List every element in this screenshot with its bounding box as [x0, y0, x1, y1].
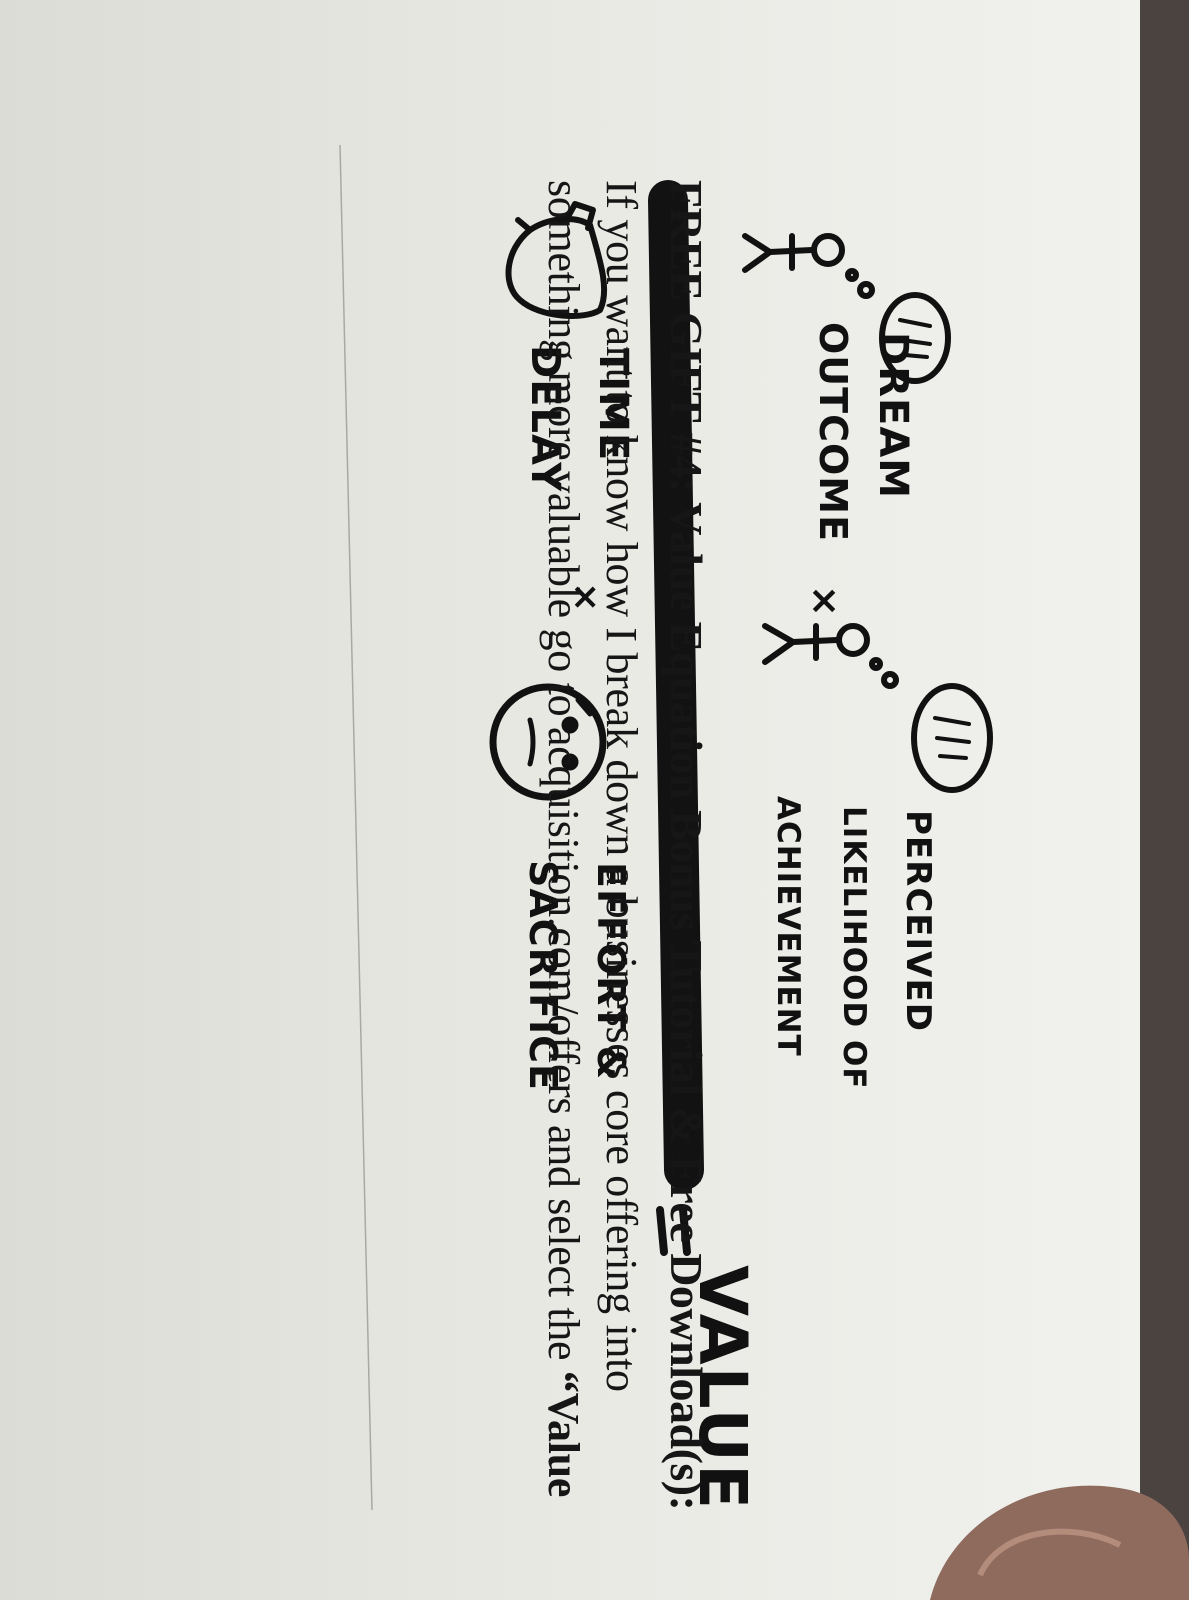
dream-outcome-line1: DREAM — [870, 332, 916, 499]
thumb — [930, 1485, 1189, 1600]
time-delay-line1: TIME — [590, 348, 636, 461]
fraction-bar — [648, 180, 704, 1190]
dream-outcome-icon — [742, 233, 951, 384]
numerator-multiply-sign: × — [803, 585, 847, 617]
sad-face-icon — [489, 683, 607, 801]
perceived-likelihood-icon — [762, 623, 993, 793]
hourglass-icon — [505, 201, 608, 319]
book-page — [0, 0, 1150, 1600]
thumbnail — [977, 1528, 1122, 1577]
page-edge-shadow — [1140, 0, 1189, 1600]
perceived-likelihood-line2: LIKELIHOOD OF — [836, 806, 872, 1089]
perceived-likelihood-line1: PERCEIVED — [898, 810, 938, 1032]
effort-sacrifice-line2: SACRIFICE — [521, 860, 565, 1091]
perceived-likelihood-line3: ACHIEVEMENT — [770, 796, 806, 1057]
equals-sign — [656, 1206, 691, 1256]
effort-sacrifice-line1: EFFORT & — [589, 862, 633, 1080]
denominator-multiply-sign: × — [565, 582, 606, 612]
time-delay-line2: DELAY — [522, 345, 568, 492]
page-rule — [339, 144, 373, 1511]
value-label: VALUE — [684, 1265, 761, 1511]
dream-outcome-line2: OUTCOME — [811, 322, 855, 542]
